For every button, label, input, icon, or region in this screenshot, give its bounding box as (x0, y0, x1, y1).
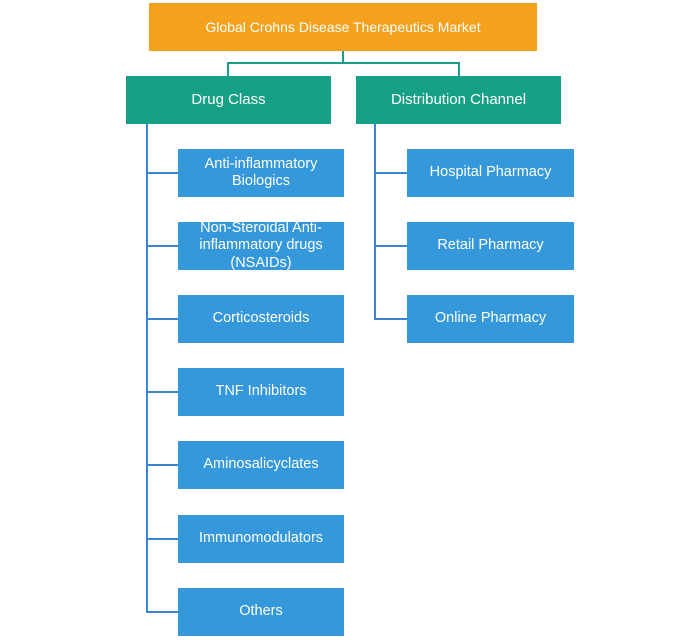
drug-class-item-immunomodulators: Immunomodulators (178, 515, 344, 563)
category-distribution-channel: Distribution Channel (356, 76, 561, 124)
drug-class-branches (146, 124, 178, 613)
drug-class-item-corticosteroids: Corticosteroids (178, 295, 344, 343)
category-drug-class: Drug Class (126, 76, 331, 124)
drug-class-item-nsaids: Non-Steroidal Anti-inflammatory drugs (N… (178, 220, 344, 271)
distribution-channel-branches (374, 124, 407, 320)
root-connectors (227, 51, 460, 76)
drug-class-item-tnf-inhibitors: TNF Inhibitors (178, 368, 344, 416)
market-title-box: Global Crohns Disease Therapeutics Marke… (149, 3, 537, 51)
drug-class-item-others: Others (178, 588, 344, 636)
channel-item-online-pharmacy: Online Pharmacy (407, 295, 574, 343)
channel-item-retail-pharmacy: Retail Pharmacy (407, 222, 574, 270)
channel-item-hospital-pharmacy: Hospital Pharmacy (407, 149, 574, 197)
drug-class-item-aminosalicyclates: Aminosalicyclates (178, 441, 344, 489)
drug-class-item-anti-inflammatory-biologics: Anti-inflammatory Biologics (178, 149, 344, 197)
